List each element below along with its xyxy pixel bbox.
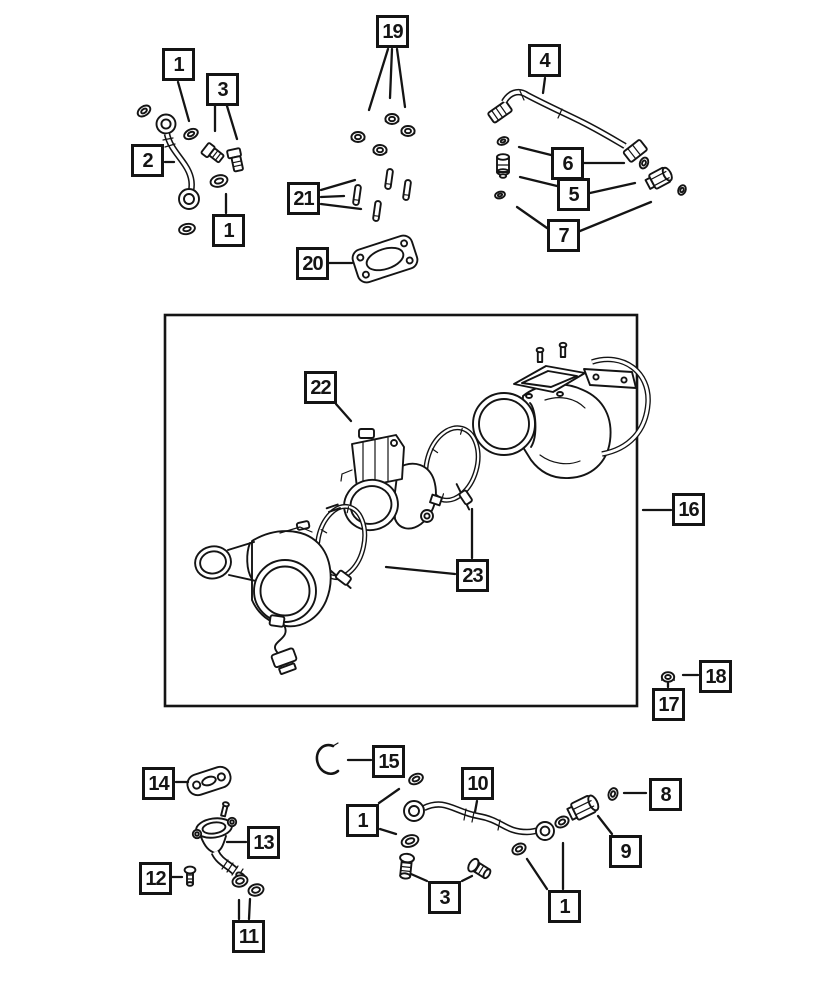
callout-label: 8 (660, 783, 671, 806)
part-turbo-gasket (351, 234, 419, 284)
part-bolt-12 (183, 865, 197, 887)
part-mounting-studs (352, 168, 412, 222)
callout-4[interactable]: 4 (528, 44, 561, 77)
callout-label: 17 (658, 693, 679, 716)
callout-label: 7 (558, 224, 569, 247)
callout-1-upper-b[interactable]: 1 (212, 214, 245, 247)
part-oil-supply-tube-lower (403, 800, 555, 841)
callout-3-bottom[interactable]: 3 (428, 881, 461, 914)
part-orings-mid (400, 772, 424, 848)
callout-12[interactable]: 12 (139, 862, 172, 895)
callout-1-mid[interactable]: 1 (346, 804, 379, 837)
callout-6[interactable]: 6 (551, 147, 584, 180)
callout-label: 1 (357, 809, 368, 832)
callout-21[interactable]: 21 (287, 182, 320, 215)
callout-label: 16 (678, 498, 699, 521)
callout-label: 14 (148, 772, 169, 795)
part-turbocharger-upper (472, 341, 651, 479)
callout-5[interactable]: 5 (557, 178, 590, 211)
callout-label: 11 (238, 925, 259, 948)
callout-label: 6 (562, 152, 573, 175)
callout-label: 22 (310, 376, 331, 399)
part-fittings-left-column (494, 136, 510, 200)
callout-18[interactable]: 18 (699, 660, 732, 693)
part-vband-clamp-lower (314, 503, 368, 589)
part-orings-11 (231, 874, 265, 897)
callout-17[interactable]: 17 (652, 688, 685, 721)
callout-label: 4 (539, 49, 550, 72)
assembly-frame (163, 313, 639, 708)
part-turbocharger-lower (194, 520, 332, 675)
callout-23[interactable]: 23 (456, 559, 489, 592)
callout-1-right[interactable]: 1 (548, 890, 581, 923)
part-sealing-washers-right (511, 815, 570, 856)
part-drain-gasket (186, 765, 232, 797)
callout-7[interactable]: 7 (547, 219, 580, 252)
callout-3-upper[interactable]: 3 (206, 73, 239, 106)
leader-lines (163, 47, 700, 921)
callout-label: 2 (142, 149, 153, 172)
callout-label: 1 (173, 53, 184, 76)
callout-label: 18 (705, 665, 726, 688)
callout-8[interactable]: 8 (649, 778, 682, 811)
callout-label: 9 (620, 840, 631, 863)
part-union-fitting-9 (566, 794, 600, 821)
part-actuator-bracket (340, 428, 443, 532)
part-oil-supply-tube-upper (136, 104, 229, 236)
callout-15[interactable]: 15 (372, 745, 405, 778)
part-clamp-ring (315, 742, 340, 776)
part-banjo-bolts-lower (399, 852, 492, 880)
part-coolant-tube (487, 88, 648, 163)
callout-label: 10 (467, 772, 488, 795)
callout-label: 1 (559, 895, 570, 918)
callout-label: 1 (223, 219, 234, 242)
callout-label: 19 (382, 20, 403, 43)
part-oring-8 (607, 787, 619, 801)
part-oil-drain-tube (191, 801, 247, 883)
part-banjo-bolts-upper (200, 142, 244, 173)
callout-label: 20 (302, 252, 323, 275)
callout-label: 15 (378, 750, 399, 773)
part-fittings-right-column (638, 156, 687, 196)
callout-label: 21 (293, 187, 314, 210)
callout-2[interactable]: 2 (131, 144, 164, 177)
callout-22[interactable]: 22 (304, 371, 337, 404)
callout-10[interactable]: 10 (461, 767, 494, 800)
callout-11[interactable]: 11 (232, 920, 265, 953)
callout-16[interactable]: 16 (672, 493, 705, 526)
callout-13[interactable]: 13 (247, 826, 280, 859)
callout-20[interactable]: 20 (296, 247, 329, 280)
callout-label: 5 (568, 183, 579, 206)
part-nut-18 (660, 671, 676, 683)
callout-label: 13 (253, 831, 274, 854)
callout-1-upper-a[interactable]: 1 (162, 48, 195, 81)
callout-19[interactable]: 19 (376, 15, 409, 48)
callout-label: 3 (217, 78, 228, 101)
callout-label: 23 (462, 564, 483, 587)
callout-14[interactable]: 14 (142, 767, 175, 800)
callout-label: 12 (145, 867, 166, 890)
callout-label: 3 (439, 886, 450, 909)
part-mounting-nuts (350, 113, 416, 156)
callout-9[interactable]: 9 (609, 835, 642, 868)
